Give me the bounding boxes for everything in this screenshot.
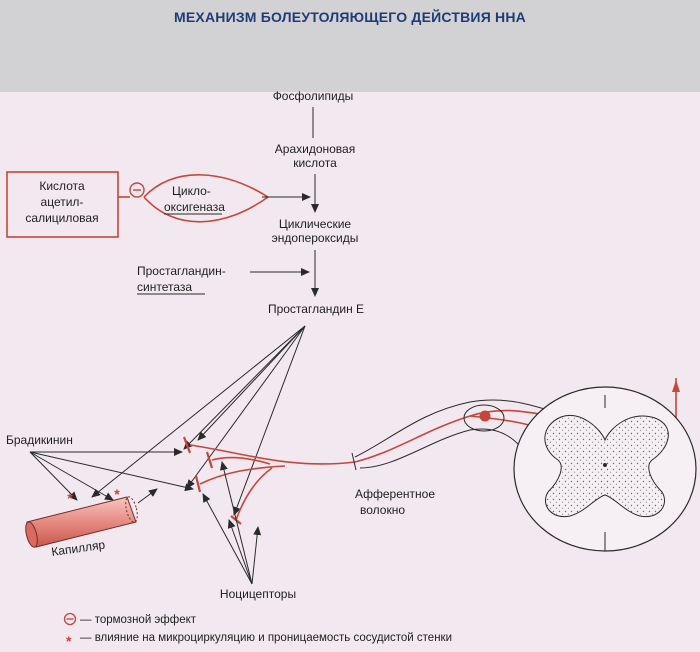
cyclic-endoperoxides-label-2: эндопероксиды	[272, 231, 359, 245]
arachidonic-label-1: Арахидоновая	[275, 142, 355, 156]
bradykinin-arrows	[29, 448, 194, 501]
cox-inhibition-curve-top	[143, 174, 269, 198]
legend: — тормозной эффект * — влияние на микроц…	[63, 612, 452, 649]
phospholipids-label: Фосфолипиды	[273, 89, 354, 103]
prostaglandin-e-label: Простагландин Е	[268, 302, 364, 316]
nociceptor-to-capillary-arrow	[137, 488, 158, 504]
cyclooxygenase-label-1: Цикло-	[172, 184, 211, 198]
legend-star-icon: *	[66, 633, 72, 649]
header-bar: МЕХАНИЗМ БОЛЕУТОЛЯЮЩЕГО ДЕЙСТВИЯ ННА	[0, 0, 700, 92]
nociceptor-fibers	[182, 436, 356, 525]
cox-inhibition-curve-bottom	[143, 196, 269, 223]
nociceptors-label: Ноцицепторы	[220, 587, 296, 601]
star-marker-right-icon: *	[114, 486, 120, 502]
synthetase-label-2: синтетаза	[137, 280, 192, 294]
star-marker-left-icon: *	[67, 490, 73, 506]
aspirin-label-1: Кислота	[39, 179, 85, 193]
slide-title: МЕХАНИЗМ БОЛЕУТОЛЯЮЩЕГО ДЕЙСТВИЯ ННА	[174, 9, 526, 25]
bradykinin-label: Брадикинин	[6, 433, 73, 447]
synthetase-label-1: Простагландин-	[137, 264, 226, 278]
capillary-vessel	[25, 496, 138, 548]
nociceptors-arrows	[202, 461, 262, 585]
aspirin-box	[6, 171, 119, 238]
legend-star-text: — влияние на микроциркуляцию и проницаем…	[80, 632, 452, 644]
aspirin-label-3: салициловая	[25, 211, 98, 225]
inhibit-symbol-icon	[129, 182, 145, 198]
spinal-cord-section	[513, 386, 697, 552]
legend-inhibit-text: — тормозной эффект	[80, 614, 197, 626]
legend-inhibit-icon	[63, 612, 77, 626]
arachidonic-label-2: кислота	[293, 156, 337, 170]
prostaglandin-arrows	[91, 325, 306, 516]
afferent-label-2: волокно	[360, 503, 405, 517]
ganglion-neuron-icon	[479, 410, 491, 422]
aspirin-label-2: ацетил-	[41, 195, 84, 209]
cyclic-endoperoxides-label-1: Циклические	[279, 217, 352, 231]
cyclooxygenase-label-2: оксигеназа	[164, 200, 225, 214]
afferent-label-1: Афферентное	[355, 487, 435, 501]
